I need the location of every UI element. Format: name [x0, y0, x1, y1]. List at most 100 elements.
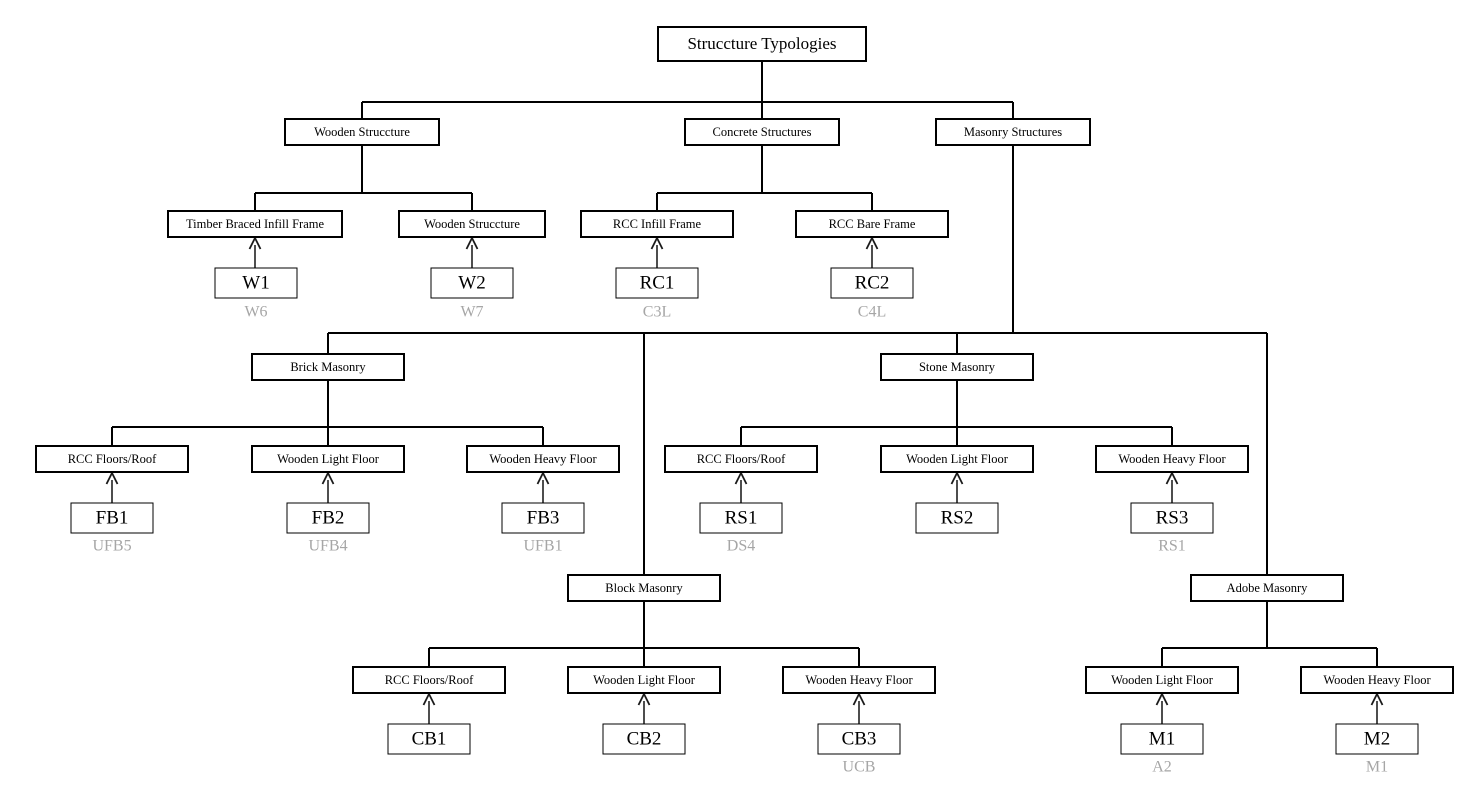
node-box-rs-rcc-floors-roof[interactable] [664, 445, 818, 473]
node-code-cb2[interactable]: CB2 [602, 723, 686, 755]
node-code-m1[interactable]: M1 [1120, 723, 1204, 755]
node-label-code-w1: W1 [242, 272, 269, 293]
node-cb-wooden-heavy-floor[interactable]: Wooden Heavy Floor [782, 666, 936, 694]
node-code-w2[interactable]: W2 [430, 267, 514, 299]
node-label-code-fb2: FB2 [312, 507, 345, 528]
node-timber-braced-infill-frame[interactable]: Timber Braced Infill Frame [167, 210, 343, 238]
arrow-code-rc2-to-rcc-bare-frame [865, 235, 879, 268]
node-box-rs-wooden-light-floor[interactable] [880, 445, 1034, 473]
connector-block-children [428, 601, 860, 667]
node-box-rcc-infill-frame[interactable] [580, 210, 734, 238]
node-box-block-masonry[interactable] [567, 574, 721, 602]
node-code-cb1[interactable]: CB1 [387, 723, 471, 755]
node-box-code-rc1[interactable] [615, 267, 699, 299]
node-box-brick-masonry[interactable] [251, 353, 405, 381]
node-box-m-wooden-heavy-floor[interactable] [1300, 666, 1454, 694]
arrow-code-w2-to-wooden-structure-2 [465, 235, 479, 268]
node-box-stone-masonry[interactable] [880, 353, 1034, 381]
node-brick-masonry[interactable]: Brick Masonry [251, 353, 405, 381]
node-label-code-cb3: CB3 [842, 728, 877, 749]
node-code-fb2[interactable]: FB2 [286, 502, 370, 534]
node-rcc-bare-frame[interactable]: RCC Bare Frame [795, 210, 949, 238]
node-code-fb1[interactable]: FB1 [70, 502, 154, 534]
arrow-code-rs2-to-rs-wooden-light-floor [950, 470, 964, 503]
node-box-code-m2[interactable] [1335, 723, 1419, 755]
node-code-rs1[interactable]: RS1 [699, 502, 783, 534]
node-box-code-cb3[interactable] [817, 723, 901, 755]
node-box-cb-rcc-floors-roof[interactable] [352, 666, 506, 694]
node-rs-wooden-heavy-floor[interactable]: Wooden Heavy Floor [1095, 445, 1249, 473]
node-box-code-rc2[interactable] [830, 267, 914, 299]
node-cb-wooden-light-floor[interactable]: Wooden Light Floor [567, 666, 721, 694]
node-box-fb-rcc-floors-roof[interactable] [35, 445, 189, 473]
node-label-code-rs3: RS3 [1156, 507, 1189, 528]
node-root[interactable]: Struccture Typologies [657, 26, 867, 62]
node-code-m2[interactable]: M2 [1335, 723, 1419, 755]
arrow-code-rs1-to-rs-rcc-floors-roof [734, 470, 748, 503]
node-wooden-structure-2[interactable]: Wooden Struccture [398, 210, 546, 238]
node-box-masonry-structures[interactable] [935, 118, 1091, 146]
node-fb-wooden-light-floor[interactable]: Wooden Light Floor [251, 445, 405, 473]
node-box-root[interactable] [657, 26, 867, 62]
node-label-code-cb2: CB2 [627, 728, 662, 749]
node-cb-rcc-floors-roof[interactable]: RCC Floors/Roof [352, 666, 506, 694]
node-label-wooden-structure: Wooden Struccture [314, 125, 410, 139]
node-code-cb3[interactable]: CB3 [817, 723, 901, 755]
node-box-code-cb2[interactable] [602, 723, 686, 755]
node-concrete-structures[interactable]: Concrete Structures [684, 118, 840, 146]
node-box-adobe-masonry[interactable] [1190, 574, 1344, 602]
node-box-code-w1[interactable] [214, 267, 298, 299]
node-label-code-m2: M2 [1364, 728, 1390, 749]
node-code-fb3[interactable]: FB3 [501, 502, 585, 534]
node-masonry-structures[interactable]: Masonry Structures [935, 118, 1091, 146]
node-box-concrete-structures[interactable] [684, 118, 840, 146]
node-block-masonry[interactable]: Block Masonry [567, 574, 721, 602]
node-m-wooden-light-floor[interactable]: Wooden Light Floor [1085, 666, 1239, 694]
node-label-cb-wooden-light-floor: Wooden Light Floor [593, 673, 696, 687]
arrow-code-rs3-to-rs-wooden-heavy-floor [1165, 470, 1179, 503]
node-box-code-rs2[interactable] [915, 502, 999, 534]
sub-label-sub-w2: W7 [460, 304, 483, 321]
node-box-code-w2[interactable] [430, 267, 514, 299]
arrow-code-fb1-to-fb-rcc-floors-roof [105, 470, 119, 503]
node-box-rcc-bare-frame[interactable] [795, 210, 949, 238]
node-code-rc1[interactable]: RC1 [615, 267, 699, 299]
node-code-rs3[interactable]: RS3 [1130, 502, 1214, 534]
node-box-code-rs3[interactable] [1130, 502, 1214, 534]
node-label-code-fb1: FB1 [96, 507, 129, 528]
node-code-rc2[interactable]: RC2 [830, 267, 914, 299]
node-box-code-fb3[interactable] [501, 502, 585, 534]
node-label-rs-wooden-heavy-floor: Wooden Heavy Floor [1118, 452, 1226, 466]
node-fb-rcc-floors-roof[interactable]: RCC Floors/Roof [35, 445, 189, 473]
sub-label-sub-fb2: UFB4 [308, 538, 347, 555]
node-box-code-fb2[interactable] [286, 502, 370, 534]
connector-wooden-children [254, 145, 473, 211]
node-box-m-wooden-light-floor[interactable] [1085, 666, 1239, 694]
node-box-fb-wooden-light-floor[interactable] [251, 445, 405, 473]
node-adobe-masonry[interactable]: Adobe Masonry [1190, 574, 1344, 602]
node-m-wooden-heavy-floor[interactable]: Wooden Heavy Floor [1300, 666, 1454, 694]
node-box-code-fb1[interactable] [70, 502, 154, 534]
node-box-wooden-structure[interactable] [284, 118, 440, 146]
node-wooden-structure[interactable]: Wooden Struccture [284, 118, 440, 146]
node-box-rs-wooden-heavy-floor[interactable] [1095, 445, 1249, 473]
node-code-w1[interactable]: W1 [214, 267, 298, 299]
node-box-wooden-structure-2[interactable] [398, 210, 546, 238]
node-box-cb-wooden-light-floor[interactable] [567, 666, 721, 694]
node-box-fb-wooden-heavy-floor[interactable] [466, 445, 620, 473]
node-code-rs2[interactable]: RS2 [915, 502, 999, 534]
node-box-timber-braced-infill-frame[interactable] [167, 210, 343, 238]
arrow-code-rc1-to-rcc-infill-frame [650, 235, 664, 268]
node-box-cb-wooden-heavy-floor[interactable] [782, 666, 936, 694]
node-fb-wooden-heavy-floor[interactable]: Wooden Heavy Floor [466, 445, 620, 473]
sub-label-sub-cb3: UCB [843, 759, 876, 776]
node-rs-wooden-light-floor[interactable]: Wooden Light Floor [880, 445, 1034, 473]
node-box-code-m1[interactable] [1120, 723, 1204, 755]
node-label-code-m1: M1 [1149, 728, 1175, 749]
node-box-code-rs1[interactable] [699, 502, 783, 534]
node-box-code-cb1[interactable] [387, 723, 471, 755]
node-rcc-infill-frame[interactable]: RCC Infill Frame [580, 210, 734, 238]
node-label-rs-rcc-floors-roof: RCC Floors/Roof [697, 452, 786, 466]
node-rs-rcc-floors-roof[interactable]: RCC Floors/Roof [664, 445, 818, 473]
node-stone-masonry[interactable]: Stone Masonry [880, 353, 1034, 381]
